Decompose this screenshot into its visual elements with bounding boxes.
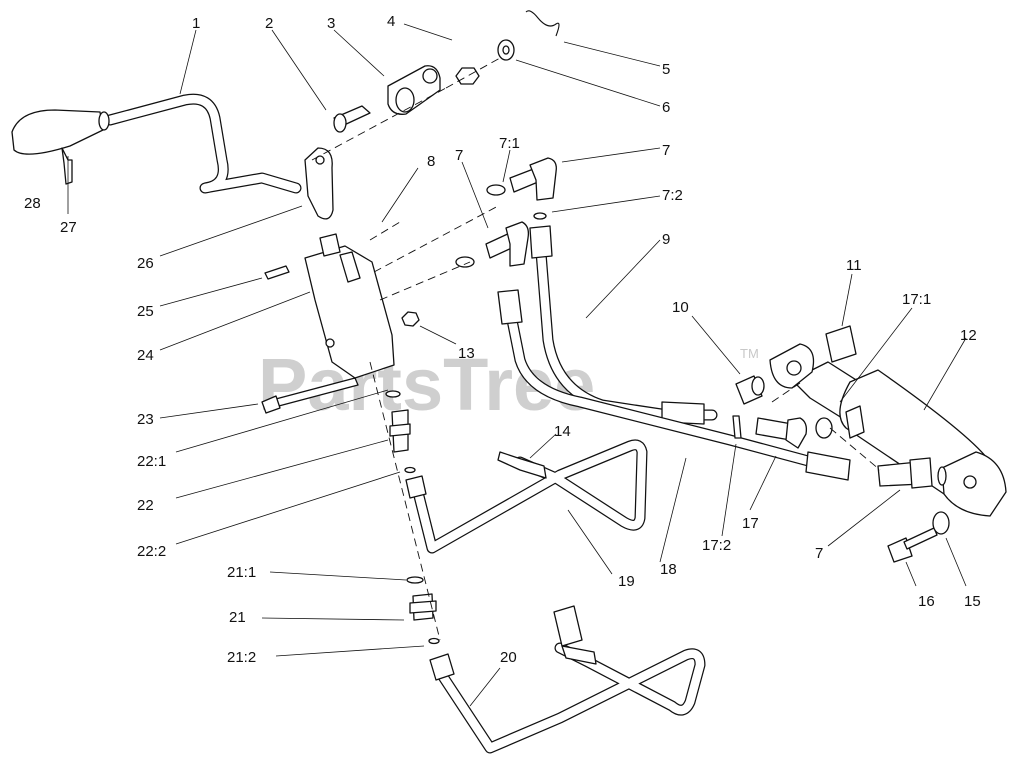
callout-15: 15 <box>964 593 981 610</box>
fitting-21 <box>409 593 437 621</box>
callout-23: 23 <box>137 411 154 428</box>
callout-21-1: 21:1 <box>227 564 256 581</box>
o-ring-21-1 <box>406 576 424 584</box>
callout-13: 13 <box>458 345 475 362</box>
leader-lines <box>67 23 967 707</box>
callout-2: 2 <box>265 15 273 32</box>
callout-8: 8 <box>427 153 435 170</box>
callout-18: 18 <box>660 561 677 578</box>
callout-19: 19 <box>618 573 635 590</box>
callout-21: 21 <box>229 609 246 626</box>
callout-7-2: 7:2 <box>662 187 683 204</box>
cylinder-12 <box>769 343 1007 517</box>
callout-20: 20 <box>500 649 517 666</box>
callout-1: 1 <box>192 15 200 32</box>
callout-26: 26 <box>137 255 154 272</box>
tube-20 <box>429 605 706 754</box>
callout-12: 12 <box>960 327 977 344</box>
bolt-23 <box>261 377 359 414</box>
callout-22-2: 22:2 <box>137 543 166 560</box>
cotter-pin-5 <box>525 10 560 37</box>
callout-17: 17 <box>742 515 759 532</box>
straight-fitting-7 <box>877 457 933 489</box>
callout-24: 24 <box>137 347 154 364</box>
callout-9: 9 <box>662 231 670 248</box>
callout-6: 6 <box>662 99 670 116</box>
elbow-fitting-17 <box>755 417 808 449</box>
adapter-10 <box>735 375 765 405</box>
callout-7-bottom: 7 <box>815 545 823 562</box>
callout-7-right: 7 <box>662 142 670 159</box>
elbow-fitting-7-top <box>509 157 557 201</box>
valve-body-24 <box>304 233 395 379</box>
callout-3: 3 <box>327 15 335 32</box>
control-lever <box>11 93 302 194</box>
o-ring-21-2 <box>428 637 440 645</box>
clip-11 <box>825 325 857 363</box>
callout-5: 5 <box>662 61 670 78</box>
callout-7-1: 7:1 <box>499 135 520 152</box>
callout-17-1: 17:1 <box>902 291 931 308</box>
pivot-block-3 <box>387 65 441 115</box>
roll-pin-17-2 <box>732 415 742 439</box>
o-ring-mid <box>455 256 475 268</box>
o-ring-22-1 <box>385 390 401 398</box>
callout-21-2: 21:2 <box>227 649 256 666</box>
callout-17-2: 17:2 <box>702 537 731 554</box>
callout-27: 27 <box>60 219 77 236</box>
callout-10: 10 <box>672 299 689 316</box>
nut-4 <box>455 67 480 85</box>
link-plate-26 <box>304 147 334 220</box>
pin-25 <box>264 265 290 280</box>
fitting-22 <box>389 409 411 453</box>
callout-14: 14 <box>554 423 571 440</box>
callout-25: 25 <box>137 303 154 320</box>
elbow-fitting-7-mid <box>485 221 530 267</box>
callout-28: 28 <box>24 195 41 212</box>
hose-18 <box>497 289 851 481</box>
o-ring-7-2 <box>533 212 547 220</box>
nut-13 <box>401 311 420 327</box>
callout-16: 16 <box>918 593 935 610</box>
tube-19 <box>405 439 648 554</box>
callout-7-left: 7 <box>455 147 463 164</box>
bolt-2 <box>333 105 371 133</box>
callout-22-1: 22:1 <box>137 453 166 470</box>
callout-22: 22 <box>137 497 154 514</box>
callout-4: 4 <box>387 13 395 30</box>
watermark-trademark: TM <box>740 346 759 361</box>
rivet-27 <box>61 147 73 185</box>
callout-11: 11 <box>846 257 862 274</box>
washer-15 <box>932 511 950 535</box>
o-ring-17-1 <box>815 417 833 439</box>
o-ring-22-2 <box>404 466 416 474</box>
callout-labels: 1 2 3 4 5 6 7:1 7 7 8 7:2 9 10 11 17:1 1… <box>24 13 981 666</box>
o-ring-7-1 <box>486 184 506 196</box>
